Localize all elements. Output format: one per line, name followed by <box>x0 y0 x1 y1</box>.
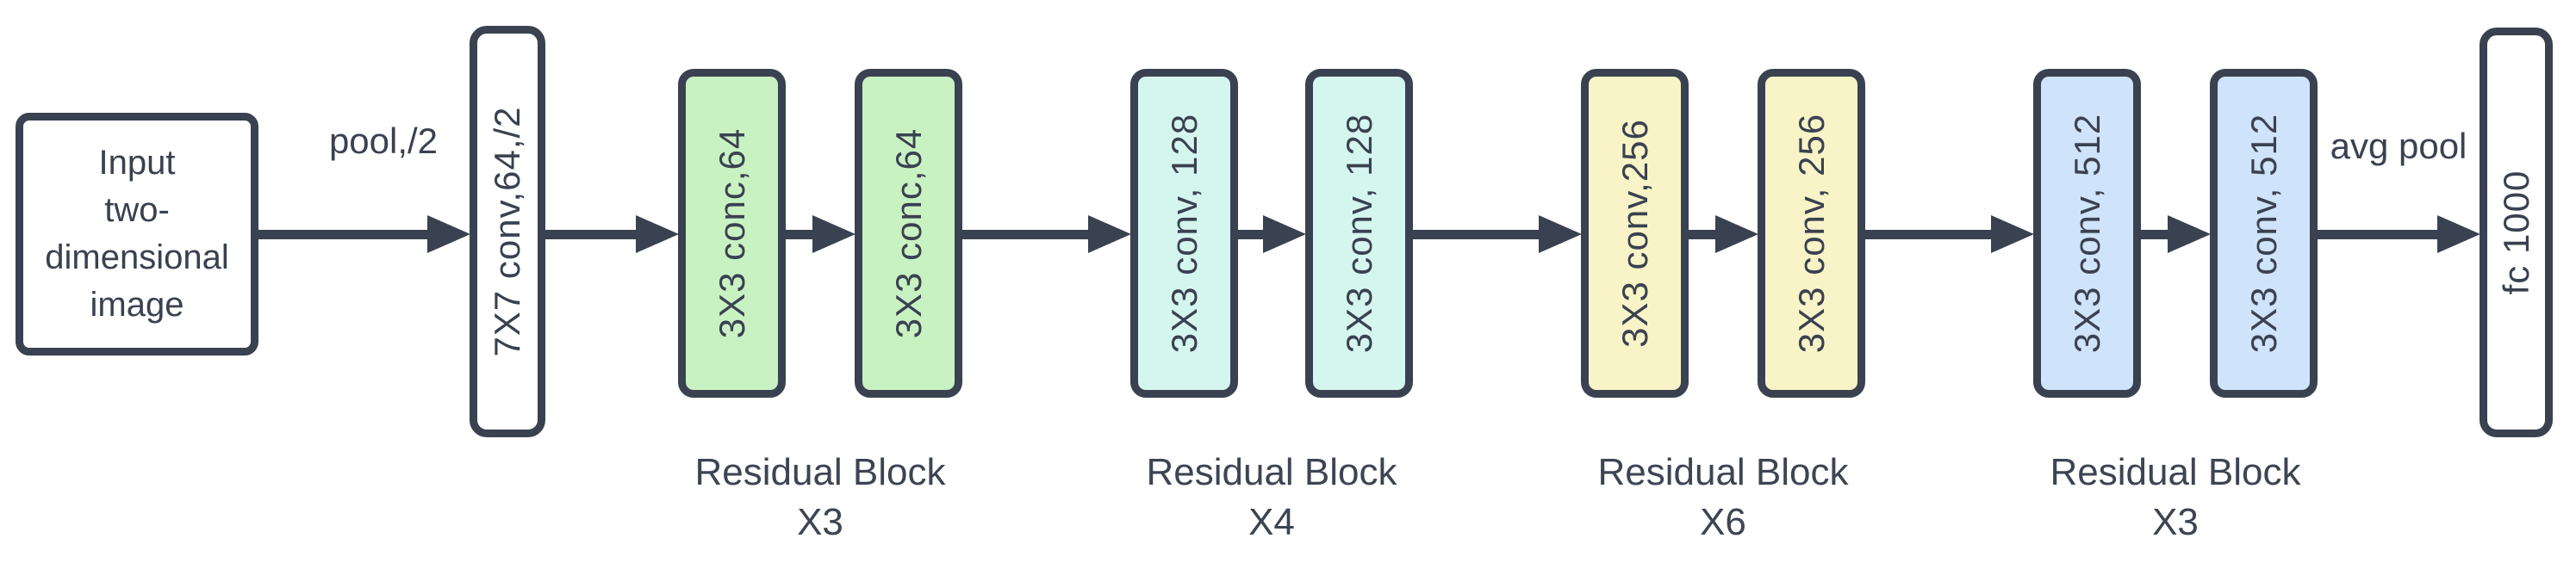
conv-block-label: 3X3 conv, 128 <box>1338 113 1379 354</box>
conv-block-512-b: 3X3 conv, 512 <box>2210 69 2318 398</box>
residual-block-caption-multiplier: X4 <box>1248 501 1295 543</box>
fc1000-label: fc 1000 <box>2495 170 2536 295</box>
avg-pool-label: avg pool <box>2330 126 2467 166</box>
residual-block-caption-multiplier: X6 <box>1700 501 1746 543</box>
arrow <box>1236 230 1263 239</box>
conv-block-128-b: 3X3 conv, 128 <box>1305 69 1413 398</box>
conv-block-256-b: 3X3 conv, 256 <box>1758 69 1865 398</box>
arrow <box>1413 230 1539 239</box>
residual-block-caption: Residual Block X3 <box>648 448 992 547</box>
arrow <box>545 230 636 239</box>
conv-block-label: 3X3 conv, 128 <box>1163 113 1204 354</box>
conv-block-64-a: 3X3 conc,64 <box>678 69 786 398</box>
arrow <box>786 230 812 239</box>
arrowhead-icon <box>1539 215 1582 253</box>
arrow <box>1865 230 1991 239</box>
pool-label: pool,/2 <box>328 121 439 161</box>
residual-block-caption: Residual Block X6 <box>1551 448 1895 547</box>
residual-block-caption-title: Residual Block <box>2050 451 2301 493</box>
arrow <box>962 230 1088 239</box>
arrowhead-icon <box>2168 215 2211 253</box>
arrow <box>2318 230 2437 239</box>
residual-block-caption-title: Residual Block <box>694 451 946 493</box>
conv-block-512-a: 3X3 conv, 512 <box>2033 69 2141 398</box>
residual-block-caption: Residual Block X3 <box>2003 448 2348 547</box>
fc1000-node: fc 1000 <box>2480 28 2553 437</box>
residual-block-caption: Residual Block X4 <box>1099 448 1444 547</box>
arrowhead-icon <box>2437 215 2480 253</box>
residual-block-caption-multiplier: X3 <box>2152 501 2199 543</box>
arrow <box>258 230 427 239</box>
arrow <box>2141 230 2168 239</box>
conv-block-label: 3X3 conc,64 <box>711 127 752 339</box>
residual-block-caption-title: Residual Block <box>1146 451 1397 493</box>
conv7x7-label: 7X7 conv,64,/2 <box>487 106 527 357</box>
arrowhead-icon <box>1715 215 1758 253</box>
input-node-line: Input <box>98 143 176 182</box>
input-node-line: image <box>90 286 184 325</box>
conv-block-64-b: 3X3 conc,64 <box>855 69 962 398</box>
conv-block-label: 3X3 conv,256 <box>1614 119 1655 348</box>
input-image-node: Input two-dimensional image <box>16 113 258 356</box>
conv-block-128-a: 3X3 conv, 128 <box>1130 69 1238 398</box>
conv-block-label: 3X3 conv, 512 <box>2243 113 2284 354</box>
conv-block-label: 3X3 conv, 512 <box>2066 113 2107 354</box>
arrowhead-icon <box>636 215 679 253</box>
conv7x7-node: 7X7 conv,64,/2 <box>470 26 545 437</box>
arrow <box>1689 230 1715 239</box>
input-node-line: two-dimensional <box>45 190 229 276</box>
arrowhead-icon <box>1263 215 1306 253</box>
conv-block-label: 3X3 conv, 256 <box>1790 113 1832 354</box>
arrowhead-icon <box>427 215 470 253</box>
residual-block-caption-multiplier: X3 <box>797 501 843 543</box>
residual-block-caption-title: Residual Block <box>1597 451 1849 493</box>
arrowhead-icon <box>1991 215 2034 253</box>
conv-block-label: 3X3 conc,64 <box>887 127 929 339</box>
arrowhead-icon <box>812 215 856 253</box>
conv-block-256-a: 3X3 conv,256 <box>1581 69 1689 398</box>
arrowhead-icon <box>1088 215 1131 253</box>
